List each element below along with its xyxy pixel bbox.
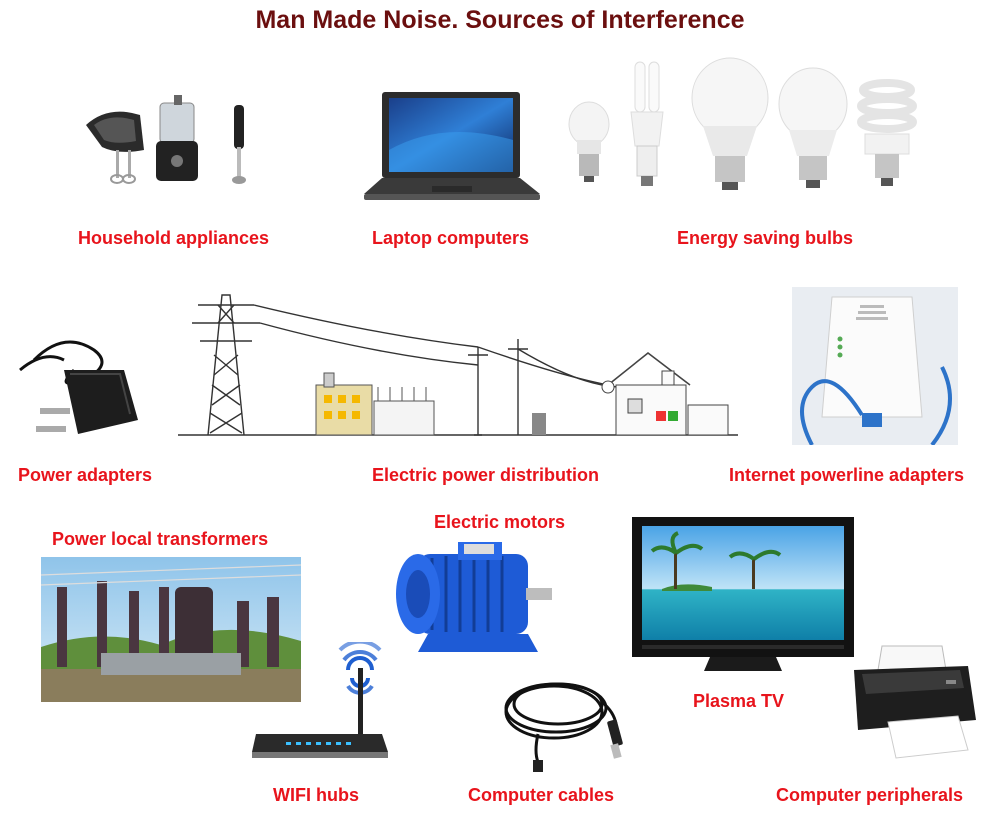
label-computer-cables: Computer cables xyxy=(468,785,615,805)
label-household-appliances: Household appliances xyxy=(78,228,270,248)
power-adapter-icon xyxy=(14,330,146,450)
power-grid-icon xyxy=(178,275,740,445)
label-laptop-computers: Laptop computers xyxy=(372,228,530,248)
substation-icon xyxy=(41,557,301,702)
light-bulbs-icon xyxy=(565,56,920,196)
laptop-icon xyxy=(362,90,542,208)
label-wifi-hubs: WIFI hubs xyxy=(273,785,359,805)
kitchen-appliances-icon xyxy=(78,95,258,190)
page-title: Man Made Noise. Sources of Interference xyxy=(255,6,745,34)
label-computer-peripherals: Computer peripherals xyxy=(776,785,964,805)
label-electric-power-distribution: Electric power distribution xyxy=(372,465,600,485)
label-energy-saving-bulbs: Energy saving bulbs xyxy=(677,228,854,248)
label-internet-powerline-adapters: Internet powerline adapters xyxy=(729,465,965,485)
usb-cable-icon xyxy=(498,662,638,777)
label-power-adapters: Power adapters xyxy=(18,465,153,485)
label-electric-motors: Electric motors xyxy=(434,512,566,532)
powerline-adapter-icon xyxy=(792,287,958,445)
label-plasma-tv: Plasma TV xyxy=(693,691,785,711)
label-power-local-transformers: Power local transformers xyxy=(52,529,269,549)
electric-motor-icon xyxy=(388,532,558,660)
printer-icon xyxy=(848,640,980,760)
wifi-router-icon xyxy=(252,642,392,767)
plasma-tv-icon xyxy=(632,517,854,675)
